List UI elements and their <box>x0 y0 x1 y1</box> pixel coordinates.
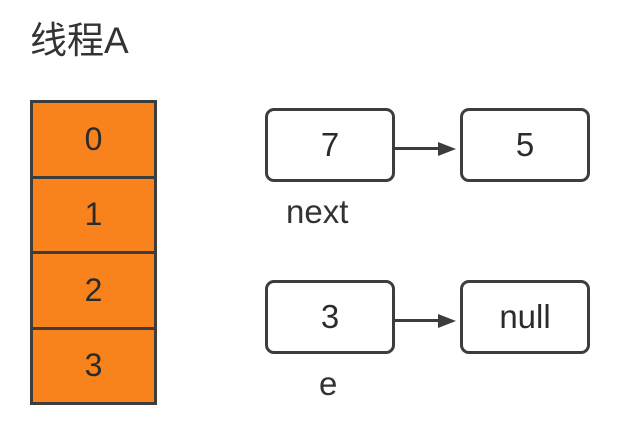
arrow-shaft <box>394 147 442 150</box>
node-box-tail: 5 <box>460 108 590 182</box>
bucket-cell: 1 <box>33 178 154 254</box>
right-arrow-icon <box>394 314 460 328</box>
node-label-e: e <box>319 365 338 402</box>
node-box-head: 3 <box>265 280 395 354</box>
node-box-head: 7 <box>265 108 395 182</box>
hash-bucket-array: 0 1 2 3 <box>30 100 157 405</box>
arrow-head <box>438 314 456 328</box>
node-box-tail: null <box>460 280 590 354</box>
right-arrow-icon <box>394 142 460 156</box>
bucket-cell: 0 <box>33 103 154 179</box>
node-label-next: next <box>286 193 349 230</box>
arrow-head <box>438 142 456 156</box>
bucket-cell: 2 <box>33 254 154 330</box>
bucket-cell: 3 <box>33 329 154 402</box>
thread-title: 线程A <box>30 20 129 61</box>
arrow-shaft <box>394 319 442 322</box>
